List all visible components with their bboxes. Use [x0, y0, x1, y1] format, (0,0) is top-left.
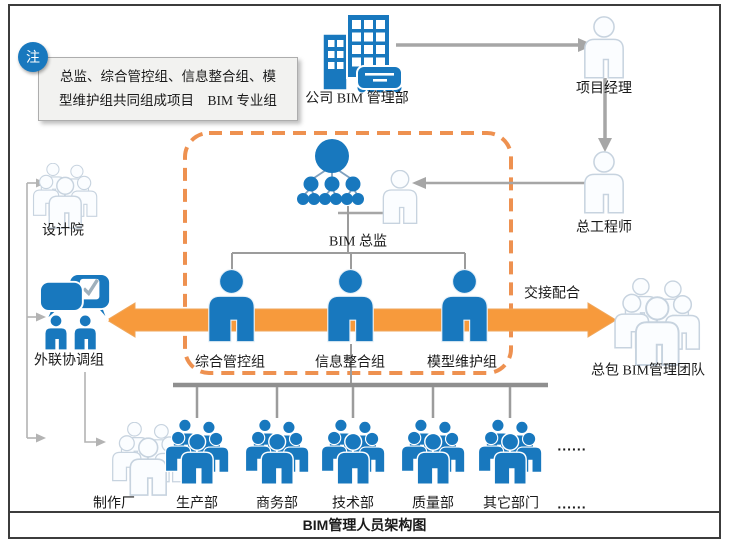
dept-quality-crowd-icon — [400, 418, 466, 486]
ellipsis-icon-row: ...... — [557, 437, 587, 454]
label-fabrication-plant: 制作厂 — [93, 496, 135, 512]
design-institute-crowd-icon — [32, 163, 98, 229]
project-manager-person-icon — [584, 16, 624, 79]
label-dept-quality: 质量部 — [412, 496, 454, 512]
label-dept-commerce: 商务部 — [256, 496, 298, 512]
label-design-institute: 设计院 — [42, 223, 84, 239]
label-group-control: 综合管控组 — [195, 355, 265, 371]
company-building-icon — [322, 13, 403, 93]
label-handover: 交接配合 — [524, 286, 580, 302]
org-hierarchy-icon — [297, 139, 364, 205]
label-dept-production: 生产部 — [176, 496, 218, 512]
assistant-person-icon — [382, 170, 418, 224]
dept-commerce-crowd-icon — [244, 418, 310, 486]
diagram-title: BIM管理人员架构图 — [302, 517, 427, 533]
label-dept-technology: 技术部 — [332, 496, 374, 512]
label-chief-engineer: 总工程师 — [576, 220, 632, 236]
label-company: 公司 BIM 管理部 — [305, 91, 409, 107]
diagram-title-bar: BIM管理人员架构图 — [8, 511, 721, 539]
chief-engineer-person-icon — [584, 151, 624, 214]
ellipsis-label-row: ...... — [557, 495, 587, 512]
note-badge: 注 — [18, 42, 48, 72]
note-text-line-1: 总监、综合管控组、信息整合组、模 — [60, 69, 276, 85]
note-text-line-2: 型维护组共同组成项目 BIM 专业组 — [59, 93, 277, 108]
label-gc-team: 总包 BIM管理团队 — [591, 363, 705, 379]
external-liaison-icon — [40, 273, 112, 350]
label-external-liaison: 外联协调组 — [34, 353, 104, 369]
gc-team-crowd-icon — [613, 278, 701, 366]
note-box: 总监、综合管控组、信息整合组、模 型维护组共同组成项目 BIM 专业组 — [38, 57, 298, 121]
label-bim-director: BIM 总监 — [329, 234, 387, 250]
dept-other-crowd-icon — [477, 418, 543, 486]
label-group-model: 模型维护组 — [427, 355, 497, 371]
dept-production-crowd-icon — [164, 418, 230, 486]
label-dept-other: 其它部门 — [483, 496, 539, 512]
dept-technology-crowd-icon — [320, 418, 386, 486]
label-group-info: 信息整合组 — [315, 355, 385, 371]
group-control-person-icon — [208, 269, 255, 343]
group-model-person-icon — [441, 269, 488, 343]
group-info-person-icon — [327, 269, 374, 343]
label-project-manager: 项目经理 — [576, 81, 632, 97]
bim-group-dashed-box — [183, 131, 513, 375]
